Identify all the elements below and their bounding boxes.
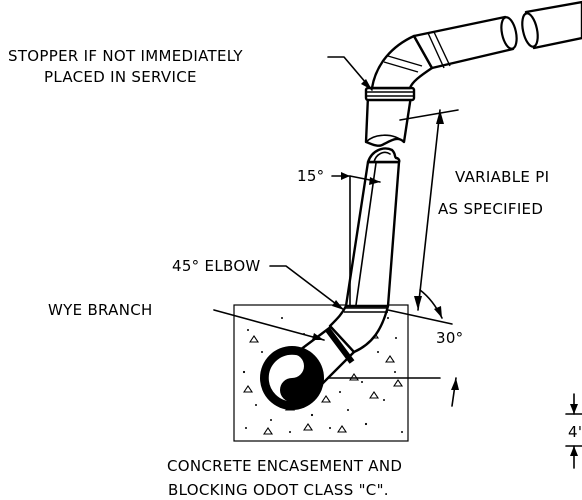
bend-bands	[383, 55, 423, 73]
riser-pipe	[344, 147, 401, 308]
elbow-45-label: 45° ELBOW	[172, 257, 261, 275]
angle-30-label: 30°	[436, 329, 464, 347]
main-pipe-section	[260, 346, 324, 410]
variable-label-line2: AS SPECIFIED	[438, 200, 543, 218]
angle-15-label: 15°	[297, 167, 325, 185]
angle-15-dimension	[331, 172, 381, 307]
elbow-bands	[344, 307, 388, 313]
variable-dimension	[399, 109, 459, 311]
variable-label-line1: VARIABLE PI	[455, 168, 549, 186]
far-pipe-segment	[521, 0, 582, 50]
concrete-label-line1: CONCRETE ENCASEMENT AND	[167, 457, 402, 475]
dim-4-marks	[565, 393, 582, 469]
stopper-label-line1: STOPPER IF NOT IMMEDIATELY	[8, 47, 243, 65]
dim-4-label: 4'	[568, 423, 582, 441]
upper-horizontal-pipe	[412, 15, 518, 70]
stopper-label-line2: PLACED IN SERVICE	[44, 68, 197, 86]
stopper	[364, 86, 416, 102]
wye-branch-label: WYE BRANCH	[48, 301, 153, 319]
concrete-label-line2: BLOCKING ODOT CLASS "C".	[168, 481, 389, 499]
elbow-leader	[269, 265, 345, 311]
stopper-leader	[327, 56, 373, 91]
upper-stub	[364, 94, 413, 147]
wye-leader	[213, 309, 325, 341]
angle-30-dimension	[387, 289, 453, 325]
centerline-dimension	[327, 377, 459, 407]
